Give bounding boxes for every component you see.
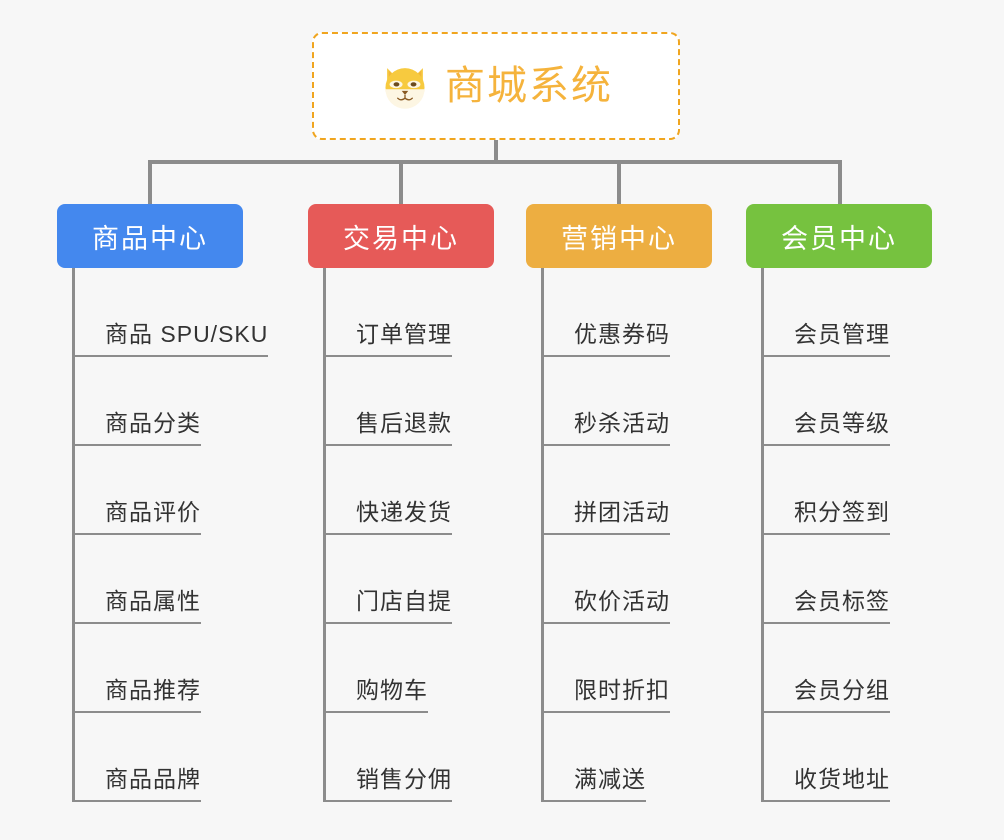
list-item[interactable]: 优惠券码 [541, 268, 791, 357]
list-item[interactable]: 购物车 [323, 624, 573, 713]
leaf-label: 销售分佣 [356, 766, 452, 793]
list-item[interactable]: 门店自提 [323, 535, 573, 624]
connector-drop-3 [617, 160, 621, 206]
leaf-branch-3: 优惠券码 秒杀活动 拼团活动 砍价活动 限时折扣 满减送 [541, 268, 791, 802]
list-item[interactable]: 积分签到 [761, 446, 1004, 535]
leaf-branch-2: 订单管理 售后退款 快递发货 门店自提 购物车 销售分佣 [323, 268, 573, 802]
leaf-label: 会员管理 [794, 321, 890, 348]
list-item[interactable]: 售后退款 [323, 357, 573, 446]
branch-spine-2 [323, 268, 326, 802]
shiba-dog-face-icon [385, 68, 425, 109]
leaf-label: 商品推荐 [105, 677, 201, 704]
leaf-label: 优惠券码 [574, 321, 670, 348]
list-item[interactable]: 会员分组 [761, 624, 1004, 713]
leaf-label: 商品品牌 [105, 766, 201, 793]
category-header-2[interactable]: 交易中心 [308, 204, 494, 268]
category-header-4[interactable]: 会员中心 [746, 204, 932, 268]
branch-spine-3 [541, 268, 544, 802]
leaf-branch-1: 商品 SPU/SKU 商品分类 商品评价 商品属性 商品推荐 商品品牌 [72, 268, 322, 802]
category-column-1: 商品中心 [57, 204, 243, 268]
leaf-list-3: 优惠券码 秒杀活动 拼团活动 砍价活动 限时折扣 满减送 [541, 268, 791, 802]
leaf-label: 商品 SPU/SKU [105, 321, 269, 348]
connector-bus [148, 160, 842, 164]
category-column-2: 交易中心 [308, 204, 494, 268]
category-header-3[interactable]: 营销中心 [526, 204, 712, 268]
list-item[interactable]: 商品推荐 [72, 624, 322, 713]
list-item[interactable]: 商品分类 [72, 357, 322, 446]
category-header-1[interactable]: 商品中心 [57, 204, 243, 268]
leaf-label: 订单管理 [356, 321, 452, 348]
root-node-title: 商城系统 [445, 64, 613, 108]
leaf-label: 会员等级 [794, 410, 890, 437]
leaf-label: 满减送 [574, 766, 646, 793]
leaf-label: 会员标签 [794, 588, 890, 615]
list-item[interactable]: 商品品牌 [72, 713, 322, 802]
list-item[interactable]: 会员标签 [761, 535, 1004, 624]
connector-root-stem [494, 140, 498, 162]
list-item[interactable]: 满减送 [541, 713, 791, 802]
category-column-3: 营销中心 [526, 204, 712, 268]
branch-spine-4 [761, 268, 764, 802]
connector-drop-2 [399, 160, 403, 206]
list-item[interactable]: 砍价活动 [541, 535, 791, 624]
list-item[interactable]: 销售分佣 [323, 713, 573, 802]
leaf-label: 收货地址 [794, 766, 890, 793]
list-item[interactable]: 商品属性 [72, 535, 322, 624]
leaf-list-4: 会员管理 会员等级 积分签到 会员标签 会员分组 收货地址 [761, 268, 1004, 802]
list-item[interactable]: 商品 SPU/SKU [72, 268, 322, 357]
leaf-label: 拼团活动 [574, 499, 670, 526]
leaf-branch-4: 会员管理 会员等级 积分签到 会员标签 会员分组 收货地址 [761, 268, 1004, 802]
leaf-label: 快递发货 [356, 499, 452, 526]
list-item[interactable]: 会员管理 [761, 268, 1004, 357]
list-item[interactable]: 拼团活动 [541, 446, 791, 535]
leaf-label: 售后退款 [356, 410, 452, 437]
leaf-label: 商品分类 [105, 410, 201, 437]
leaf-list-2: 订单管理 售后退款 快递发货 门店自提 购物车 销售分佣 [323, 268, 573, 802]
list-item[interactable]: 秒杀活动 [541, 357, 791, 446]
leaf-label: 商品评价 [105, 499, 201, 526]
list-item[interactable]: 限时折扣 [541, 624, 791, 713]
list-item[interactable]: 快递发货 [323, 446, 573, 535]
leaf-label: 商品属性 [105, 588, 201, 615]
leaf-label: 砍价活动 [574, 588, 670, 615]
list-item[interactable]: 收货地址 [761, 713, 1004, 802]
leaf-label: 门店自提 [356, 588, 452, 615]
connector-drop-4 [838, 160, 842, 206]
list-item[interactable]: 商品评价 [72, 446, 322, 535]
root-node[interactable]: 商城系统 [312, 32, 680, 140]
connector-drop-1 [148, 160, 152, 206]
leaf-label: 积分签到 [794, 499, 890, 526]
leaf-label: 限时折扣 [574, 677, 670, 704]
list-item[interactable]: 会员等级 [761, 357, 1004, 446]
leaf-list-1: 商品 SPU/SKU 商品分类 商品评价 商品属性 商品推荐 商品品牌 [72, 268, 322, 802]
leaf-label: 购物车 [356, 677, 428, 704]
branch-spine-1 [72, 268, 75, 802]
leaf-label: 秒杀活动 [574, 410, 670, 437]
leaf-label: 会员分组 [794, 677, 890, 704]
category-column-4: 会员中心 [746, 204, 932, 268]
list-item[interactable]: 订单管理 [323, 268, 573, 357]
